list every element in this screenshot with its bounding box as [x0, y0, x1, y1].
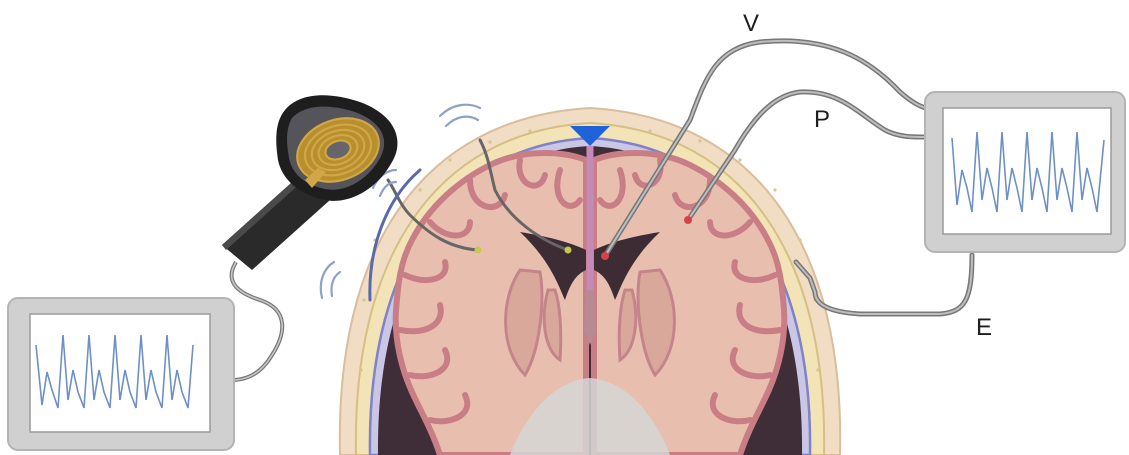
monitor-left	[8, 298, 234, 450]
reader-cable	[232, 262, 283, 380]
parenchymal-probe-tip	[684, 216, 692, 224]
wireless-implant-tip-1	[475, 247, 482, 254]
head-cross-section	[340, 108, 840, 455]
label-ventricular: V	[743, 12, 759, 36]
label-epidural: E	[976, 316, 992, 340]
monitor-right	[925, 92, 1125, 252]
label-parenchymal: P	[814, 108, 830, 132]
ventricular-catheter-tip	[601, 252, 609, 260]
wireless-implant-tip-2	[565, 247, 572, 254]
